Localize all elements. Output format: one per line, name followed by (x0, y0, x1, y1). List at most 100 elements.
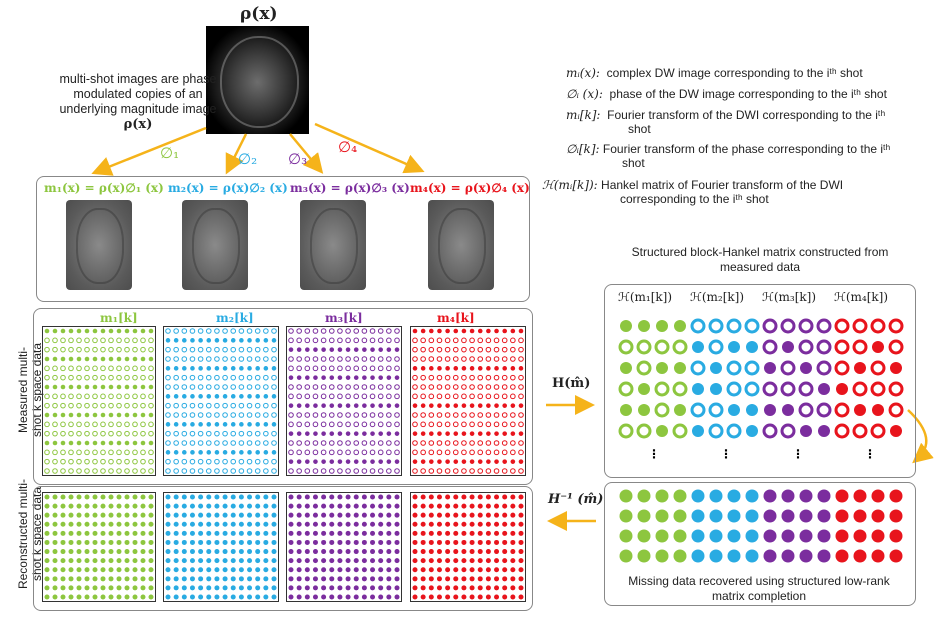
kspace-sample (189, 585, 195, 591)
kspace-sample (412, 346, 418, 353)
kspace-sample (510, 374, 516, 381)
kspace-sample (370, 512, 376, 518)
kspace-sample (181, 567, 187, 573)
kspace-sample (304, 384, 311, 390)
kspace-sample (312, 558, 318, 564)
kspace-sample (238, 412, 245, 418)
kspace-sample (296, 558, 302, 564)
kspace-sample (239, 366, 244, 371)
kspace-sample (205, 440, 212, 446)
kspace-sample (222, 440, 228, 446)
kspace-sample (173, 576, 179, 582)
kspace-sample (469, 421, 475, 428)
kspace-sample (60, 585, 66, 591)
kspace-sample (247, 539, 253, 545)
kspace-sample (214, 594, 220, 600)
kspace-sample (485, 576, 491, 582)
hankel-entry (692, 341, 704, 353)
kspace-sample (124, 384, 130, 390)
kspace-sample (165, 558, 171, 564)
kspace-sample (420, 576, 426, 582)
kspace-sample (361, 530, 367, 536)
kspace-sample (461, 539, 467, 545)
kspace-sample (296, 549, 302, 555)
kspace-sample (313, 403, 318, 408)
kspace-sample (518, 468, 524, 474)
completed-entry (763, 549, 777, 563)
completed-entry (709, 489, 723, 503)
kspace-sample (353, 468, 360, 474)
kspace-sample (140, 558, 146, 564)
kspace-sample (116, 512, 122, 518)
kspace-sample (214, 394, 220, 399)
kspace-sample (92, 402, 98, 409)
intro-line-3: underlying magnitude image (59, 102, 217, 116)
kspace-sample (108, 328, 114, 334)
kspace-sample (328, 449, 335, 456)
completed-entry (709, 509, 723, 523)
kspace-sample (84, 328, 90, 334)
kspace-sample (214, 328, 220, 334)
kspace-sample (296, 375, 302, 380)
kspace-sample (165, 430, 171, 437)
kspace-sample (132, 468, 138, 474)
kspace-sample (222, 430, 228, 437)
hankel-entry (744, 318, 760, 334)
kspace-sample (288, 403, 294, 408)
kspace-sample (44, 384, 50, 390)
kspace-sample (92, 412, 98, 418)
kspace-sample (329, 403, 335, 408)
kspace-sample (494, 503, 500, 509)
kspace-sample (412, 403, 418, 408)
kspace-sample (189, 384, 196, 390)
kspace-sample (222, 576, 228, 582)
kspace-sample (477, 393, 484, 400)
kspace-sample (197, 356, 204, 362)
kspace-sample (148, 567, 154, 573)
kspace-sample (429, 366, 434, 371)
completed-entry (637, 549, 651, 563)
kspace-sample (288, 347, 294, 352)
kspace-sample (305, 347, 310, 352)
kspace-sample (198, 521, 204, 527)
kspace-sample (92, 337, 98, 344)
kspace-sample (214, 440, 220, 446)
kspace-sample (239, 422, 244, 427)
kspace-sample (288, 468, 294, 474)
kspace-sample (510, 403, 516, 408)
kspace-sample (510, 393, 516, 400)
kspace-sample (173, 440, 179, 446)
kspace-sample (493, 449, 500, 456)
kspace-sample (420, 346, 426, 353)
kspace-sample (238, 576, 244, 582)
kspace-sample (247, 366, 252, 371)
kspace-sample (493, 440, 500, 446)
kspace-sample (394, 576, 400, 582)
kspace-sample (206, 594, 212, 600)
completed-entry (889, 529, 903, 543)
kspace-sample (100, 576, 106, 582)
legend-row-4: ∅ᵢ[k]: Fourier transform of the phase co… (566, 142, 891, 170)
kspace-sample (84, 567, 90, 573)
hankel-entry (798, 339, 814, 355)
shot-image-4 (428, 200, 494, 290)
hankel-entry (870, 318, 886, 334)
kspace-sample (485, 594, 491, 600)
kspace-sample (271, 594, 277, 600)
kspace-sample (337, 567, 343, 573)
kspace-sample (255, 521, 261, 527)
grid-frame (42, 492, 156, 602)
kspace-sample (60, 402, 66, 409)
kspace-sample (304, 530, 310, 536)
kspace-sample (100, 384, 106, 390)
kspace-sample (493, 337, 500, 344)
kspace-sample (124, 558, 130, 564)
kspace-sample (312, 549, 318, 555)
kspace-sample (222, 594, 228, 600)
kspace-sample (116, 558, 122, 564)
kspace-sample (428, 393, 435, 400)
kspace-sample (296, 567, 302, 573)
kspace-sample (76, 346, 82, 353)
kspace-sample (44, 346, 50, 353)
